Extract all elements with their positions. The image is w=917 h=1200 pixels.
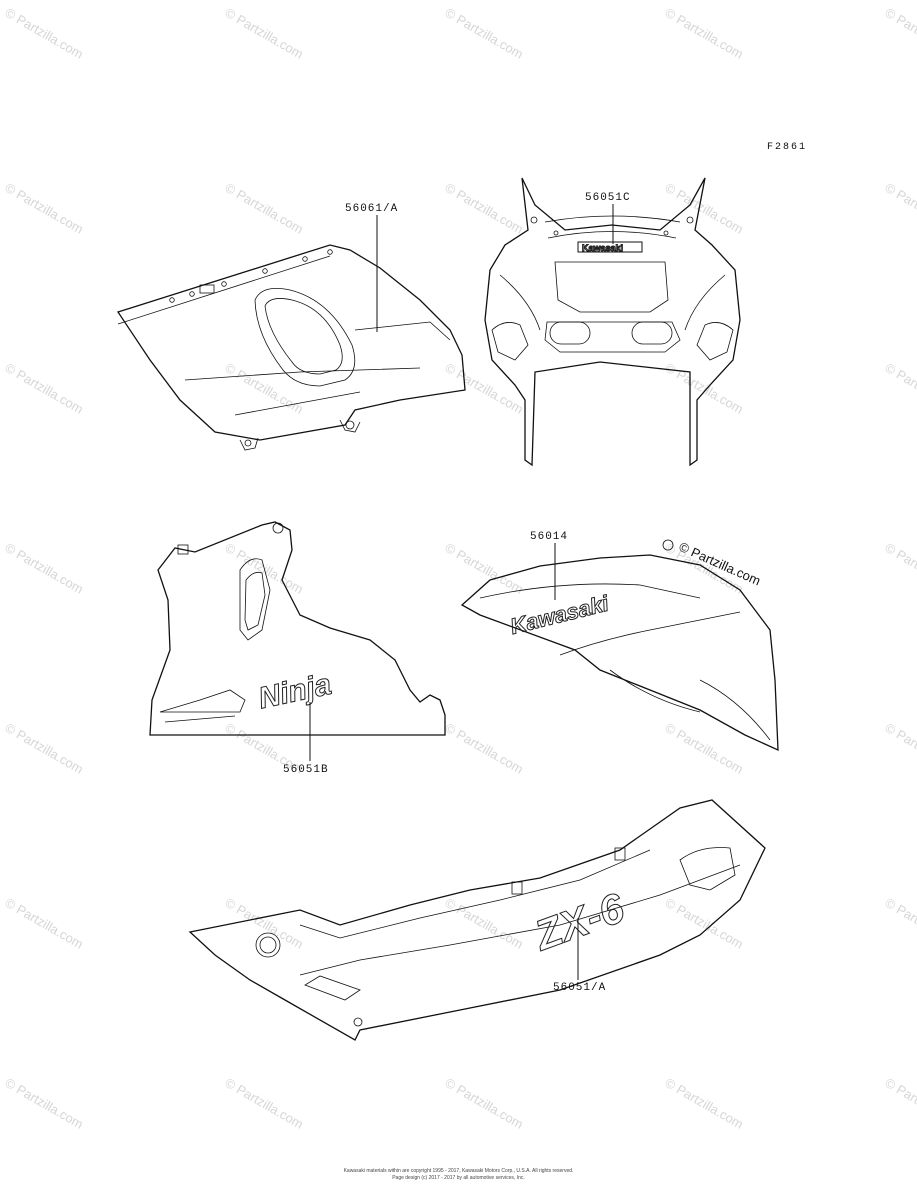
part-callout-56051a: 56051/A	[553, 982, 606, 994]
side-fairing-part	[116, 244, 466, 451]
part-callout-56051c: 56051C	[585, 192, 631, 204]
belly-fairing-zx6-part: ZX-6	[188, 799, 766, 1041]
tank-fairing-kawasaki-part: Kawasaki	[460, 554, 779, 752]
copyright-line: Page design (c) 2017 - 2017 by all autom…	[392, 1175, 525, 1181]
ninja-decal: Ninja	[256, 668, 335, 716]
kawasaki-decal-tank: Kawasaki	[508, 590, 612, 639]
part-callout-56014: 56014	[530, 531, 568, 543]
copyright-line: Kawasaki materials within are copyright …	[343, 1168, 574, 1174]
zx6-decal: ZX-6	[528, 884, 631, 960]
site-mark-text: © Partzilla.com	[677, 539, 763, 588]
front-cowl-part: Kawasaki	[484, 177, 741, 467]
copyright-notice: Kawasaki materials within are copyright …	[0, 1168, 917, 1182]
part-callout-56051b: 56051B	[283, 764, 329, 776]
copyright-symbol-icon	[662, 539, 674, 551]
kawasaki-decal-front: Kawasaki	[582, 243, 623, 253]
part-callout-56061a: 56061/A	[345, 203, 398, 215]
lower-fairing-ninja-part: Ninja	[149, 521, 446, 736]
figure-id: F2861	[766, 142, 807, 153]
